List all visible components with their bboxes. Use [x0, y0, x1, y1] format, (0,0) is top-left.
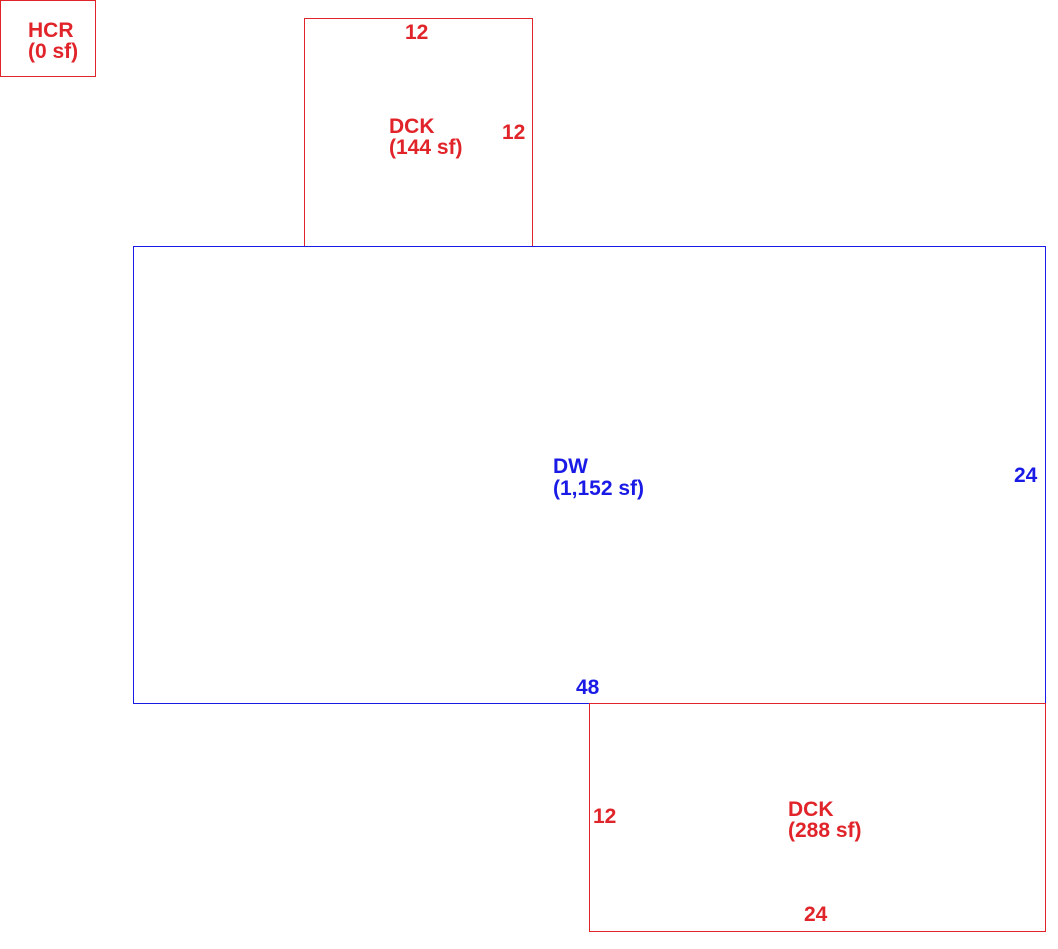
deck-top-area-label: (144 sf)	[389, 136, 463, 159]
deck-bottom-bottom-dimension: 24	[804, 903, 828, 926]
deck-top-top-dimension: 12	[405, 21, 429, 44]
dwelling-area-label: (1,152 sf)	[553, 477, 645, 500]
dwelling-code-label: DW	[553, 455, 588, 478]
dwelling-outline	[133, 246, 1046, 704]
hcr-code-label: HCR	[28, 19, 74, 42]
deck-bottom-left-dimension: 12	[593, 805, 617, 828]
dwelling-bottom-dimension: 48	[576, 676, 600, 699]
deck-bottom-outline	[589, 703, 1046, 932]
deck-top-right-dimension: 12	[502, 121, 526, 144]
deck-bottom-area-label: (288 sf)	[788, 819, 862, 842]
hcr-area-outline	[0, 0, 96, 77]
hcr-area-label: (0 sf)	[28, 40, 79, 63]
deck-bottom-code-label: DCK	[788, 798, 834, 821]
dwelling-right-dimension: 24	[1014, 464, 1038, 487]
deck-top-code-label: DCK	[389, 115, 435, 138]
